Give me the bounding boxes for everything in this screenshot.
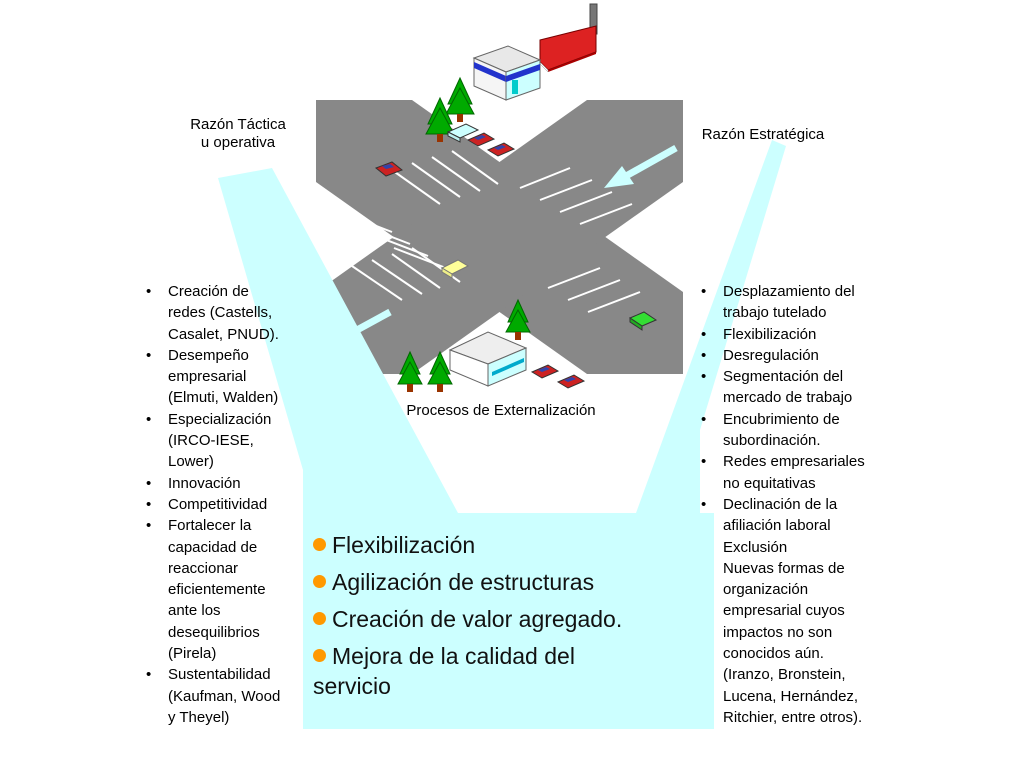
- list-item: Innovación: [142, 473, 307, 495]
- road-intersection: [316, 100, 683, 374]
- list-item: Desplazamiento del: [697, 281, 897, 303]
- office-building-bottom: [448, 331, 528, 387]
- car-icon: [556, 374, 586, 389]
- list-item: Casalet, PNUD).: [168, 325, 279, 343]
- tree-icon: [505, 298, 531, 340]
- list-item: (Pirela): [168, 645, 217, 663]
- list-item: (Elmuti, Walden): [168, 389, 279, 407]
- tactical-reason-label: Razón Táctica u operativa: [176, 116, 300, 152]
- car-icon: [446, 123, 480, 143]
- tree-icon: [445, 76, 475, 122]
- car-icon: [440, 259, 470, 279]
- office-building-top: [472, 45, 542, 101]
- outsourcing-processes-label: Procesos de Externalización: [406, 402, 596, 419]
- tree-icon: [397, 350, 423, 392]
- list-item: mercado de trabajo: [723, 389, 853, 407]
- list-item: Encubrimiento de: [697, 409, 897, 431]
- list-item: reaccionar: [168, 559, 239, 577]
- factory-icon: [539, 3, 598, 73]
- list-item: capacidad de: [168, 538, 258, 556]
- tree-icon: [425, 96, 455, 142]
- list-item: eficientemente: [168, 581, 266, 599]
- list-item: Desempeño: [142, 345, 307, 367]
- crosswalk-southeast: [547, 267, 641, 313]
- list-item: Fortalecer la: [142, 515, 307, 537]
- list-item: impactos no son: [723, 623, 833, 641]
- list-item: subordinación.: [723, 432, 821, 450]
- outsourcing-outcomes-box: Flexibilización Agilización de estructur…: [303, 513, 714, 729]
- outcome-text: Agilización de estructuras: [332, 569, 595, 595]
- list-item: (IRCO-IESE,: [168, 432, 254, 450]
- list-item: afiliación laboral: [723, 517, 831, 535]
- strategic-reason-label: Razón Estratégica: [701, 126, 825, 143]
- list-item: Ritchier, entre otros).: [723, 708, 863, 726]
- list-item: Declinación de la: [697, 494, 897, 516]
- list-item: Sustentabilidad: [142, 664, 307, 686]
- list-item: Nuevas formas de: [697, 558, 897, 580]
- list-item: (Kaufman, Wood: [168, 687, 281, 705]
- list-item: Segmentación del: [697, 366, 897, 388]
- bullet-dot-icon: [313, 612, 326, 625]
- list-item: empresarial cuyos: [723, 602, 845, 620]
- arrow-strategic: [604, 144, 678, 188]
- list-item: trabajo tutelado: [723, 304, 827, 322]
- car-icon: [466, 132, 496, 147]
- list-item: no equitativas: [723, 474, 816, 492]
- list-item: (Iranzo, Bronstein,: [723, 666, 846, 684]
- bullet-dot-icon: [313, 575, 326, 588]
- list-item: Exclusión: [697, 537, 897, 559]
- list-item: y Theyel): [168, 708, 230, 726]
- arrow-tactical: [326, 308, 392, 348]
- right-consequences-list: Desplazamiento del trabajo tutelado Flex…: [697, 281, 897, 728]
- bullet-dot-icon: [313, 538, 326, 551]
- crosswalk-north: [391, 150, 499, 205]
- outcome-item: Creación de valor agregado.: [313, 601, 714, 638]
- list-item: Lucena, Hernández,: [723, 687, 859, 705]
- outcome-text: Flexibilización: [332, 532, 476, 558]
- bullet-dot-icon: [313, 649, 326, 662]
- tactical-reason-line1: Razón Táctica: [190, 116, 286, 133]
- left-benefits-list: Creación de redes (Castells, Casalet, PN…: [142, 281, 307, 728]
- tactical-reason-line2: u operativa: [200, 134, 276, 151]
- list-item: Redes empresariales: [697, 451, 897, 473]
- list-item: Creación de: [142, 281, 307, 303]
- list-item: Competitividad: [142, 494, 307, 516]
- list-item: desequilibrios: [168, 623, 260, 641]
- road-ne-sw: [316, 100, 683, 374]
- list-item: organización: [723, 581, 809, 599]
- car-icon: [375, 161, 403, 177]
- list-item: Flexibilización: [697, 324, 897, 346]
- crosswalk-east: [519, 167, 633, 225]
- list-item: conocidos aún.: [723, 645, 824, 663]
- list-item: empresarial: [168, 368, 247, 386]
- car-icon: [628, 311, 658, 331]
- outcome-text: Mejora de la calidad del servicio: [313, 643, 575, 699]
- list-item: Lower): [168, 453, 214, 471]
- outcome-text: Creación de valor agregado.: [332, 606, 623, 632]
- outcomes-list: Flexibilización Agilización de estructur…: [303, 513, 714, 701]
- list-item: ante los: [168, 602, 221, 620]
- outcome-item: Agilización de estructuras: [313, 564, 714, 601]
- list-item: redes (Castells,: [168, 304, 273, 322]
- tree-icon: [427, 350, 453, 392]
- list-item: Desregulación: [697, 345, 897, 367]
- car-icon: [486, 142, 516, 157]
- outcome-item: Flexibilización: [313, 527, 714, 564]
- list-item: Especialización: [142, 409, 307, 431]
- outcome-item: Mejora de la calidad del servicio: [313, 638, 653, 701]
- car-icon: [530, 364, 560, 379]
